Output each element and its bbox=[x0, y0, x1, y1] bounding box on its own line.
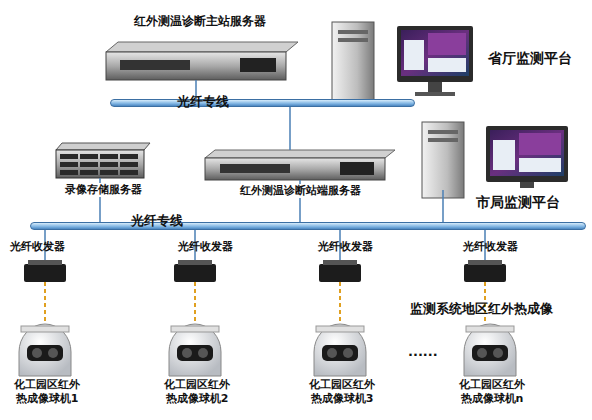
fiber-patch-cable bbox=[195, 282, 196, 324]
node-label: 市局监测平台 bbox=[476, 194, 576, 212]
node-label: 光纤收发器 bbox=[318, 240, 398, 254]
node-label: 光纤收发器 bbox=[10, 240, 90, 254]
connector-line bbox=[289, 107, 291, 150]
node-label: 省厅监测平台 bbox=[488, 50, 588, 68]
node-label: 录像存储服务器 bbox=[48, 183, 158, 197]
fiber-patch-cable bbox=[45, 282, 46, 324]
platform-node: 市局监测平台 bbox=[420, 120, 570, 190]
platform-node: 省厅监测平台 bbox=[330, 20, 475, 100]
camera-node: 化工园区红外 热成像球机1 bbox=[19, 324, 71, 376]
node-label: 化工园区红外 热成像球机2 bbox=[158, 378, 236, 406]
pc-workstation-icon bbox=[332, 22, 473, 100]
rack-server-icon bbox=[205, 150, 395, 180]
connector-line bbox=[339, 282, 341, 324]
network-link bbox=[443, 190, 444, 222]
connector-line bbox=[44, 282, 46, 324]
fiber-patch-cable bbox=[340, 282, 341, 324]
transceiver-node: 光纤收发器 bbox=[24, 260, 66, 282]
server-node: 红外测温诊断站端服务器 bbox=[205, 150, 395, 180]
annotation-text: 监测系统地区红外热成像 bbox=[410, 300, 553, 318]
storage-node: 录像存储服务器 bbox=[56, 143, 150, 178]
node-label: 光纤专线 bbox=[131, 213, 211, 229]
server-node: 红外测温诊断主站服务器 bbox=[106, 42, 298, 80]
node-label: 红外测温诊断站端服务器 bbox=[200, 184, 400, 198]
transceiver-node: 光纤收发器 bbox=[319, 260, 361, 282]
node-label: 光纤收发器 bbox=[463, 240, 543, 254]
node-label: 化工园区红外 热成像球机n bbox=[453, 378, 531, 406]
network-link bbox=[290, 107, 291, 150]
transceiver-icon bbox=[24, 260, 506, 282]
transceiver-node: 光纤收发器 bbox=[464, 260, 506, 282]
connector-line bbox=[442, 190, 444, 222]
node-label: 红外测温诊断主站服务器 bbox=[100, 14, 300, 29]
camera-node: 化工园区红外 热成像球机3 bbox=[314, 324, 366, 376]
camera-node: 化工园区红外 热成像球机n bbox=[464, 324, 516, 376]
connector-line bbox=[194, 282, 196, 324]
transceiver-node: 光纤收发器 bbox=[174, 260, 216, 282]
fiber-bus: 光纤专线 bbox=[30, 222, 586, 230]
ellipsis-mark: ...... bbox=[408, 344, 438, 359]
rack-server-icon bbox=[106, 42, 298, 80]
fiber-bus: 光纤专线 bbox=[110, 99, 415, 107]
camera-node: 化工园区红外 热成像球机2 bbox=[169, 324, 221, 376]
thermal-camera-icon bbox=[19, 324, 516, 376]
node-label: 化工园区红外 热成像球机3 bbox=[303, 378, 381, 406]
node-label: 光纤收发器 bbox=[178, 240, 258, 254]
node-label: 光纤专线 bbox=[177, 94, 257, 110]
node-label: 化工园区红外 热成像球机1 bbox=[8, 378, 86, 406]
storage-server-icon bbox=[56, 143, 150, 178]
pc-workstation-icon bbox=[422, 122, 568, 198]
